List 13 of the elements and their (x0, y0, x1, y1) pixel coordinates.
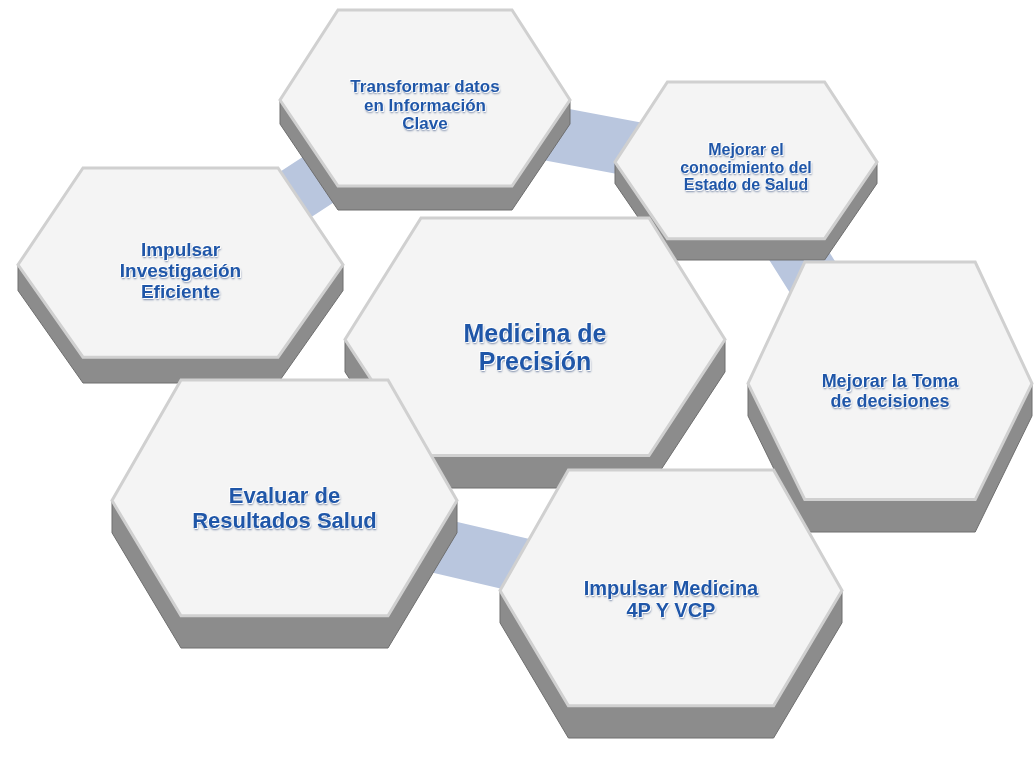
hexagon-tile (112, 380, 457, 648)
tile-label: Transformar datos en Información Clave (349, 77, 501, 135)
tile-label: Mejorar la Toma de decisiones (820, 371, 960, 412)
hexagon-tile (615, 82, 877, 260)
tile-label: Impulsar Medicina 4P Y VCP (582, 576, 760, 621)
hexagon-tile (748, 262, 1032, 532)
tile-label: Medicina de Precisión (462, 320, 608, 376)
hexagon-tile (280, 10, 570, 210)
hexagon-tile (500, 470, 842, 738)
tile-label: Evaluar de Resultados Salud (191, 484, 378, 533)
hexagon-tile (18, 168, 343, 383)
tile-label: Impulsar Investigación Eficiente (118, 239, 243, 303)
tile-label: Mejorar el conocimiento del Estado de Salud (679, 141, 813, 194)
